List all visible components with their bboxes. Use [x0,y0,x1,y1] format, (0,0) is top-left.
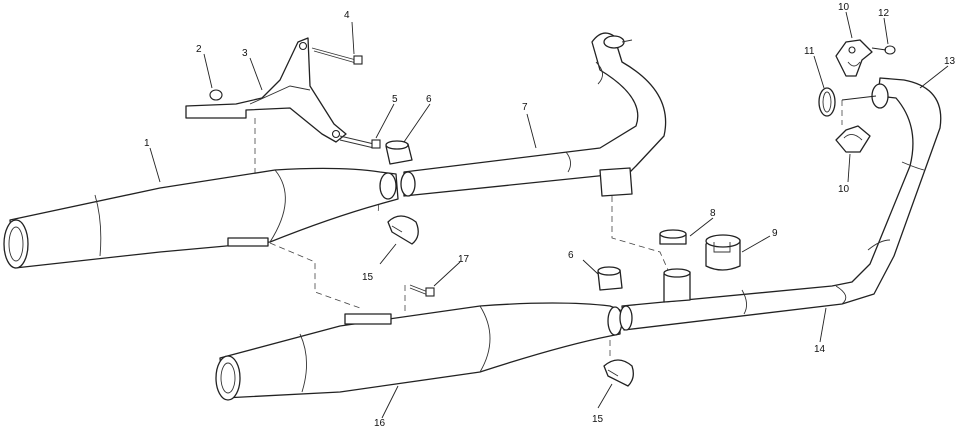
callout-16: 16 [374,418,386,428]
callout-5: 5 [392,94,398,105]
clamp-upper [387,215,419,245]
gasket [818,87,836,117]
nut [884,45,896,55]
screw [409,284,435,297]
lower-muffler [215,302,623,401]
callout-6-lower: 6 [568,250,574,261]
ring [659,229,687,245]
callout-3: 3 [242,48,248,59]
callout-14: 14 [814,344,826,355]
sleeve-upper [385,140,413,165]
callout-7: 7 [522,102,528,113]
upper-muffler [3,167,399,269]
lower-head-pipe [619,77,942,331]
callout-10-upper: 10 [838,2,850,13]
flange-lower [835,125,871,153]
callout-6-upper: 6 [426,94,432,105]
callout-15-upper: 15 [362,272,374,283]
callout-17: 17 [458,254,470,265]
callout-4: 4 [344,10,350,21]
clamp-lower [603,359,634,387]
callout-8: 8 [710,208,716,219]
callout-2: 2 [196,44,202,55]
sleeve-lower [597,266,623,291]
flange-upper [835,39,873,77]
callout-13: 13 [944,56,956,67]
mounting-bracket [185,37,347,143]
callout-numbers: 1 2 3 4 5 6 7 8 9 10 10 11 12 13 14 15 1… [144,2,956,428]
washer [209,89,223,101]
coupler [705,234,741,271]
callout-9: 9 [772,228,778,239]
callout-15-lower: 15 [592,414,604,425]
callout-11: 11 [804,46,815,57]
bolt-lower [339,135,381,149]
callout-1: 1 [144,138,150,149]
leader-lines [149,11,949,419]
callout-10-lower: 10 [838,184,850,195]
upper-head-pipe [400,32,667,197]
callout-12: 12 [878,8,890,19]
bolt-upper [311,47,363,65]
